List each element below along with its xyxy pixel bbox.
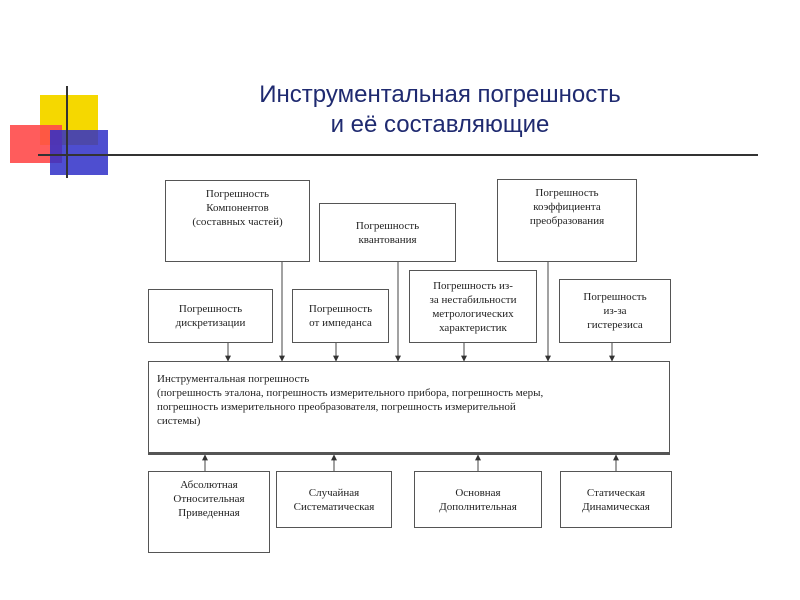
box-random-systematic: Случайная Систематическая (276, 471, 392, 528)
center-text: системы) (157, 415, 201, 427)
deco-blue-square (50, 130, 108, 175)
title-line-1: Инструментальная погрешность (259, 81, 621, 108)
box-text: Погрешность из- (433, 279, 513, 292)
box-text: квантования (358, 233, 417, 246)
box-components-error: Погрешность Компонентов (составных часте… (165, 180, 310, 262)
title-line-2: и её составляющие (330, 111, 550, 138)
box-instability-error: Погрешность из- за нестабильности метрол… (409, 270, 537, 343)
box-text: Погрешность (355, 219, 420, 232)
box-basic-additional: Основная Дополнительная (414, 471, 542, 528)
box-text: от импеданса (309, 317, 372, 329)
box-text: Случайная (308, 486, 360, 499)
box-text: Систематическая (293, 500, 375, 513)
box-text: гистерезиса (587, 319, 643, 331)
box-text: Погрешность (535, 187, 599, 199)
box-static-dynamic: Статическая Динамическая (560, 471, 672, 528)
box-text: дискретизации (175, 317, 246, 329)
box-text: преобразования (529, 215, 605, 227)
box-text: Приведенная (178, 507, 240, 519)
center-text: погрешность измерительного преобразовате… (157, 401, 516, 413)
box-text: Погрешность (308, 303, 373, 315)
box-text: Абсолютная (180, 479, 238, 491)
box-text: Погрешность (583, 291, 647, 303)
deco-vertical-line (66, 86, 68, 178)
box-text: Динамическая (582, 500, 650, 513)
box-text: Дополнительная (439, 500, 517, 513)
box-text: Погрешность (178, 303, 243, 315)
box-absolute-relative: Абсолютная Относительная Приведенная (148, 471, 270, 553)
box-text: метрологических (432, 307, 514, 320)
box-coefficient-error: Погрешность коэффициента преобразования (497, 179, 637, 262)
box-discretization-error: Погрешность дискретизации (148, 289, 273, 343)
box-text: за нестабильности (429, 293, 517, 306)
box-text: Основная (455, 486, 501, 499)
box-text: Относительная (173, 493, 245, 505)
box-instrumental-error: Инструментальная погрешность (погрешност… (148, 361, 670, 455)
page-title: Инструментальная погрешность и её состав… (170, 80, 710, 140)
box-text: (составных частей) (192, 216, 283, 228)
box-quantization-error: Погрешность квантования (319, 203, 456, 262)
box-text: Погрешность (205, 188, 270, 200)
deco-horizontal-line (38, 154, 758, 156)
box-hysteresis-error: Погрешность из-за гистерезиса (559, 279, 671, 343)
box-text: Статическая (586, 486, 646, 499)
box-text: характеристик (439, 321, 507, 334)
center-title: Инструментальная погрешность (157, 373, 310, 385)
box-text: из-за (603, 305, 627, 317)
box-impedance-error: Погрешность от импеданса (292, 289, 389, 343)
box-text: коэффициента (533, 201, 601, 213)
center-text: (погрешность эталона, погрешность измери… (157, 387, 544, 399)
box-text: Компонентов (206, 202, 269, 214)
